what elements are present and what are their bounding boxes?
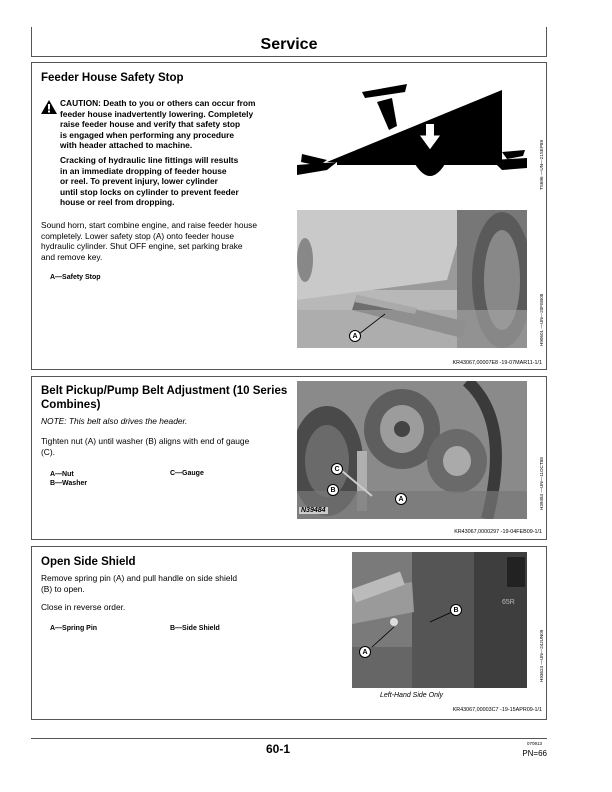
warning-line: house or reel from dropping. (60, 197, 175, 208)
reference-code: KR43067,00007E8 -19-07MAR11-1/1 (452, 360, 542, 366)
caution-line: raise feeder house and verify that safet… (60, 119, 241, 130)
figure-id: TS696 —UN—21SEP89 (539, 139, 544, 190)
legend-item: B—Side Shield (170, 625, 220, 632)
warning-line: or reel. To prevent injury, lower cylind… (60, 176, 218, 187)
warning-line: Cracking of hydraulic line fittings will… (60, 154, 239, 165)
body-line: hydraulic cylinder. Shut OFF engine, set… (41, 241, 243, 252)
body-line: (C). (41, 446, 55, 457)
footer-code: 070913 (526, 741, 542, 746)
legend-item: B—Washer (50, 480, 88, 487)
figure-id: H39484 —UN—11OCT88 (539, 457, 544, 510)
figure-id: H90601 —UN—20FEB08 (539, 293, 544, 346)
legend-item: C—Gauge (170, 470, 204, 477)
body-line: (B) to open. (41, 583, 85, 594)
pn-number: PN=66 (522, 749, 547, 758)
section-heading: Feeder House Safety Stop (41, 72, 184, 84)
page-header-box (31, 27, 547, 57)
section-heading: Belt Pickup/Pump Belt Adjustment (10 Ser… (41, 384, 291, 412)
heading-line: Belt Pickup/Pump Belt Adjustment (10 Ser… (41, 385, 288, 397)
page-number: 60-1 (266, 742, 291, 756)
body-line: and remove key. (41, 251, 103, 262)
feeder-house-photo: A (297, 210, 527, 348)
body-line: Tighten nut (A) until washer (B) aligns … (41, 436, 250, 446)
caution-line: feeder house inadvertently lowering. Com… (60, 108, 254, 119)
body-text-2: Close in reverse order. (41, 602, 126, 612)
section-belt-adjustment (31, 376, 547, 540)
warning-line: in an immediate dropping of feeder house (60, 165, 227, 176)
callout-c: C (331, 463, 343, 475)
callout-b: B (450, 604, 462, 616)
footer-rule (31, 738, 547, 739)
figure-id: H93624 —UN—24JUN09 (539, 629, 544, 682)
callout-a: A (395, 493, 407, 505)
callout-a: A (359, 646, 371, 658)
legend-left: A—Nut B—Washer (50, 470, 87, 488)
body-line: Sound horn, start combine engine, and ra… (41, 220, 258, 230)
reference-code: KR43067,0000297 -19-04FEB09-1/1 (454, 529, 542, 535)
body-text: Remove spring pin (A) and pull handle on… (41, 573, 291, 594)
page-title: Service (260, 36, 318, 53)
crush-hazard-symbol (297, 84, 527, 176)
photo-label: 65R (502, 599, 515, 606)
legend-item: A—Safety Stop (50, 274, 101, 281)
body-line: completely. Lower safety stop (A) onto f… (41, 230, 235, 241)
body-line: Remove spring pin (A) and pull handle on… (41, 573, 237, 583)
caution-line: is engaged when performing any procedure (60, 129, 235, 140)
caution-line: with header attached to machine. (60, 140, 193, 151)
caution-block: CAUTION: Death to you or others can occu… (41, 98, 291, 208)
heading-line: Combines) (41, 399, 101, 411)
figure-caption: Left-Hand Side Only (380, 692, 444, 699)
reference-code: KR43067,00003C7 -19-15APR09-1/1 (452, 707, 542, 713)
legend-item: A—Nut (50, 471, 74, 478)
caution-line: CAUTION: Death to you or others can occu… (60, 98, 256, 108)
callout-b: B (327, 484, 339, 496)
warning-triangle-icon (41, 100, 57, 114)
note-text: NOTE: This belt also drives the header. (41, 416, 188, 426)
legend-item: A—Spring Pin (50, 625, 98, 632)
side-shield-photo: 65R B A (352, 552, 527, 688)
callout-a: A (349, 330, 361, 342)
belt-pickup-photo: C B A N39484 (297, 381, 527, 519)
body-text: Sound horn, start combine engine, and ra… (41, 220, 291, 262)
warning-line: until stop locks on cylinder to prevent … (60, 186, 239, 197)
section-feeder-house (31, 62, 547, 370)
body-text: Tighten nut (A) until washer (B) aligns … (41, 436, 291, 457)
photo-label: N39484 (299, 507, 328, 514)
section-side-shield (31, 546, 547, 720)
section-heading: Open Side Shield (41, 556, 136, 568)
